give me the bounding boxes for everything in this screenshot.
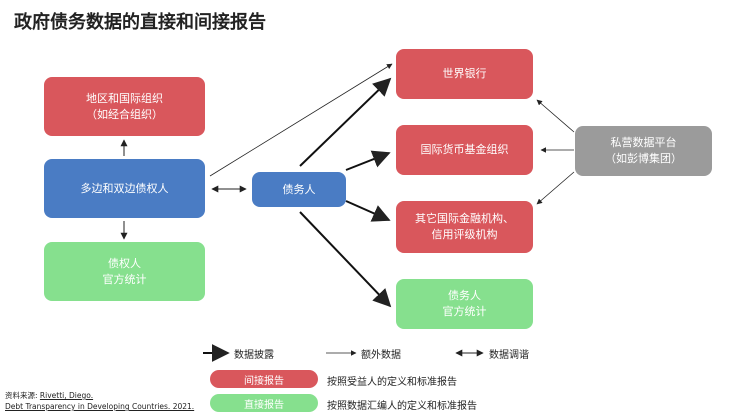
arrow-debtor-to-debtor-stats [299,211,392,308]
source-citation: 资料来源: Rivetti, Diego. Debt Transparency … [5,390,194,412]
legend-extra-label: 额外数据 [361,350,401,361]
node-debtor-label: 债务人 [282,182,316,196]
node-regional-orgs: 地区和国际组织 （如经合组织） [44,77,205,136]
legend-reconcile-label: 数据调谐 [489,350,529,361]
node-imf: 国际货币基金组织 [396,125,533,175]
node-other-ifi-line1: 其它国际金融机构、 [415,212,514,225]
arrow-multilateral-to-worldbank [209,63,393,177]
legend-indirect-desc: 按照受益人的定义和标准报告 [327,377,457,388]
arrow-private-to-worldbank [536,99,575,133]
node-world-bank-label: 世界银行 [442,67,487,80]
node-private-platforms: 私营数据平台 （如彭博集团） [575,126,712,176]
arrow-debtor-to-worldbank [299,77,392,167]
node-debtor-statistics-line2: 官方统计 [442,305,487,318]
node-other-ifi-line2: 信用评级机构 [431,228,498,241]
arrow-debtor-to-other-ifi [345,200,391,222]
node-regional-orgs-line2: （如经合组织） [86,107,163,121]
legend-direct-desc: 按照数据汇编人的定义和标准报告 [327,401,477,412]
node-other-ifi: 其它国际金融机构、 信用评级机构 [396,201,533,253]
arrow-debtor-to-imf [345,150,391,171]
legend-direct-pill: 直接报告 [210,394,318,412]
node-multilateral-creditors: 多边和双边债权人 [44,159,205,218]
source-prefix: 资料来源: [5,391,40,400]
legend-indirect-pill: 间接报告 [210,370,318,388]
node-debtor-statistics-line1: 债务人 [448,289,481,302]
legend-disclosure-label: 数据披露 [234,350,274,361]
node-private-platforms-line1: 私营数据平台 [610,136,677,149]
node-world-bank: 世界银行 [396,49,533,99]
node-debtor-statistics: 债务人 官方统计 [396,279,533,329]
node-creditor-statistics-line2: 官方统计 [102,272,147,286]
arrow-private-to-other-ifi [536,171,575,205]
source-work-link[interactable]: Debt Transparency in Developing Countrie… [5,402,195,411]
node-creditor-statistics: 债权人 官方统计 [44,242,205,301]
node-multilateral-creditors-label: 多边和双边债权人 [80,181,169,195]
node-imf-label: 国际货币基金组织 [420,143,509,156]
node-debtor: 债务人 [252,172,346,207]
source-author-link[interactable]: Rivetti, Diego. [39,391,94,400]
node-regional-orgs-line1: 地区和国际组织 [86,91,163,105]
node-private-platforms-line2: （如彭博集团） [605,152,682,165]
diagram-title: 政府债务数据的直接和间接报告 [14,12,266,33]
node-creditor-statistics-line1: 债权人 [108,256,141,270]
